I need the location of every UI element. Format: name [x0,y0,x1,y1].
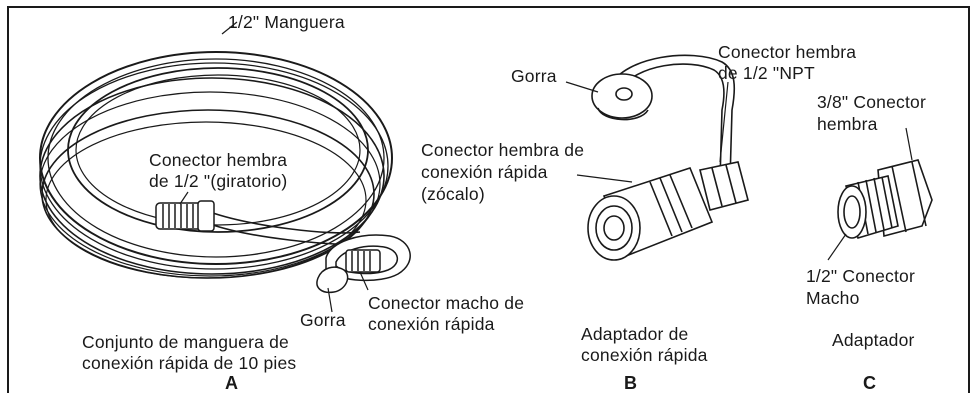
leader-cap-b [565,81,599,93]
hose-label: 1/2" Manguera [228,12,345,32]
female-38-connector-label-line2: hembra [817,114,878,134]
male-quick-connector-illustration [316,234,411,294]
npt-connector-label-line2: de 1/2 "NPT [718,63,815,83]
adapter-illustration [837,159,933,240]
panel-letter-b: B [624,373,637,393]
leader-lines [179,21,913,313]
female-38-connector-label-line1: 3/8" Conector [817,92,927,112]
cap-label-a: Gorra [300,310,346,330]
socket-connector-label-line1: Conector hembra de [421,140,585,160]
leader-socket [576,174,633,183]
male-connector-label-line1: Conector macho de [368,293,525,313]
quick-coupler-illustration [587,54,749,261]
leader-male-c [827,233,847,261]
hose-coil-illustration [39,51,393,279]
leader-cap-a [327,287,333,313]
caption-b-line2: conexión rápida [581,345,708,365]
caption-a-line1: Conjunto de manguera de [82,332,289,352]
leader-male-a [359,271,369,291]
panel-letter-c: C [863,373,876,393]
socket-connector-label-line3: (zócalo) [421,184,485,204]
panel-letter-a: A [225,373,238,393]
caption-a-line2: conexión rápida de 10 pies [82,353,297,373]
male-connector-label-line2: conexión rápida [368,314,495,334]
leader-npt [719,81,729,163]
npt-connector-label-line1: Conector hembra [718,42,857,62]
male-12-connector-label-line1: 1/2" Conector [806,266,916,286]
leader-hose [221,21,238,35]
socket-connector-label-line2: conexión rápida [421,162,548,182]
caption-c: Adaptador [832,330,915,350]
swivel-connector-label-line2: de 1/2 "(giratorio) [149,171,288,191]
leader-female-c [905,127,913,161]
caption-b-line1: Adaptador de [581,324,689,344]
swivel-connector-label-line1: Conector hembra [149,150,288,170]
leader-swivel [179,191,189,205]
cap-label-b: Gorra [511,66,557,86]
male-12-connector-label-line2: Macho [806,288,860,308]
swivel-female-connector-illustration [155,200,215,232]
frame-border [7,6,970,393]
